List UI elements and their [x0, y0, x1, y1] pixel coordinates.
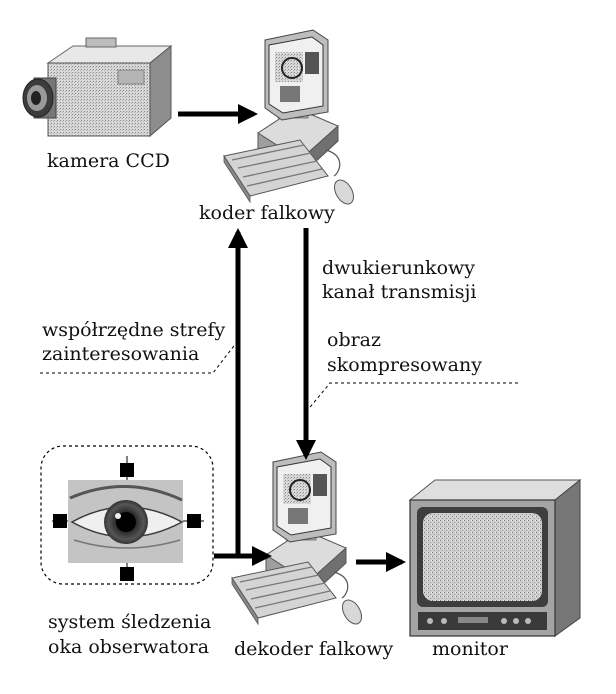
camera-label: kamera CCD [47, 150, 170, 172]
image-label-line1: obraz [327, 329, 382, 351]
crt-monitor-icon [408, 478, 582, 637]
image-label-line2: skompresowany [327, 354, 482, 376]
computer-icon [231, 451, 362, 626]
channel-label-line2: kanał transmisji [322, 281, 477, 303]
tracker-label-line1: system śledzenia [48, 611, 212, 633]
monitor-label: monitor [432, 638, 508, 660]
coordinates-label-line1: współrzędne strefy [42, 319, 226, 341]
coordinates-label-line2: zainteresowania [42, 343, 200, 365]
image-callout-line [305, 382, 518, 413]
encoder-label: koder falkowy [199, 202, 335, 224]
coordinates-callout-line [40, 341, 238, 374]
eye-icon [68, 480, 184, 563]
decoder-label: dekoder falkowy [234, 638, 394, 660]
ccd-camera-icon [22, 37, 173, 138]
eye-tracker-icon [40, 445, 214, 585]
computer-icon [223, 29, 354, 205]
tracker-label-line2: oka obserwatora [48, 636, 210, 658]
channel-label-line1: dwukierunkowy [322, 257, 476, 279]
